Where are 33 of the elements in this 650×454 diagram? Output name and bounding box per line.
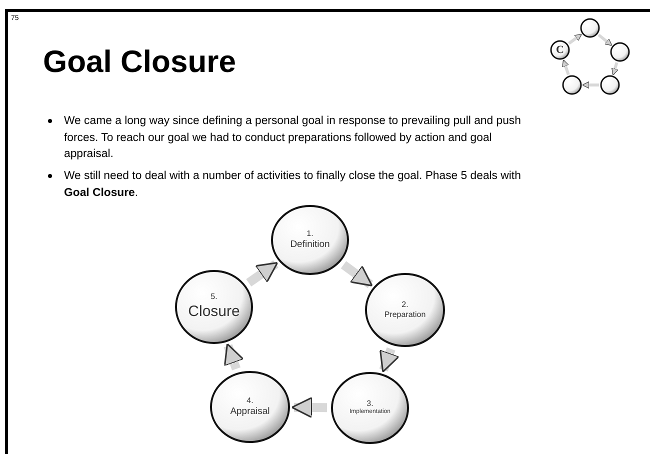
phase-circle: [600, 75, 620, 95]
block-arrow: [379, 347, 400, 373]
step-label: Preparation: [384, 310, 426, 320]
phase-circle: [175, 270, 253, 344]
step-number: 2.: [402, 300, 408, 310]
phase-circle: [580, 18, 600, 38]
phase-circle: [562, 75, 582, 95]
phase-circle: [365, 273, 445, 347]
bullet-text: We came a long way since defining a personal goal in response to prevailing pull and push forces. To reach our goal we had to conduct preparations followed by action and goal appraisal.: [64, 114, 522, 162]
block-arrow: [598, 34, 612, 46]
step-number: 1.: [306, 228, 314, 240]
step-number: 4.: [246, 396, 254, 406]
slide-title: Goal Closure: [43, 44, 236, 80]
step-number: 3.: [366, 398, 374, 408]
step-label: Closure: [188, 302, 240, 322]
block-arrow: [568, 33, 582, 45]
step-label: C: [556, 42, 564, 58]
phase-circle: [610, 42, 630, 62]
block-arrow: [612, 62, 618, 76]
step-label: Definition: [290, 239, 330, 252]
block-arrow: [562, 60, 570, 76]
block-arrow: [291, 396, 328, 418]
step-label: Appraisal: [230, 406, 270, 418]
block-arrow: [340, 261, 374, 288]
phase-circle: [550, 40, 570, 60]
bullet-text: We still need to deal with a number of activities to finally close the goal. Phase 5 deals with Goal Closure.: [64, 169, 522, 201]
block-arrow: [246, 260, 278, 286]
phase-circle: [210, 371, 290, 443]
block-arrow: [582, 81, 599, 89]
phase-circle: [271, 205, 349, 275]
step-number: 5.: [210, 292, 218, 302]
phase-circle: [331, 372, 409, 444]
block-arrow: [224, 343, 244, 370]
